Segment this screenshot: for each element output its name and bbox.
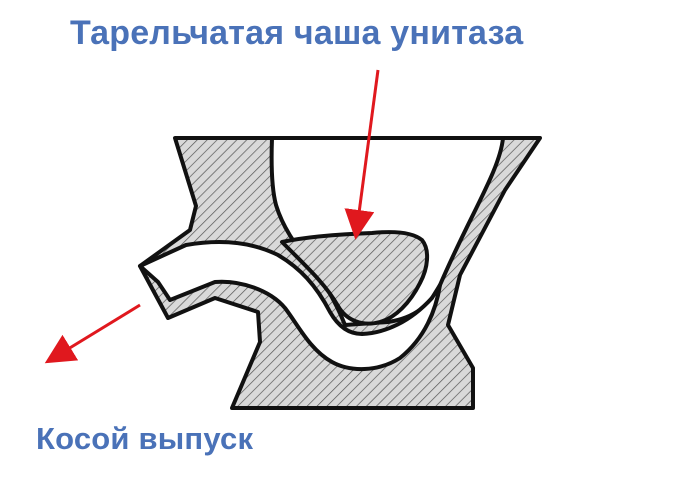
bowl-label: Тарельчатая чаша унитаза bbox=[70, 14, 524, 52]
outlet-label: Косой выпуск bbox=[36, 421, 254, 456]
outlet-pointer-arrow bbox=[44, 303, 141, 364]
trapway-channel bbox=[138, 240, 442, 372]
bowl-pointer-arrow bbox=[344, 69, 380, 240]
